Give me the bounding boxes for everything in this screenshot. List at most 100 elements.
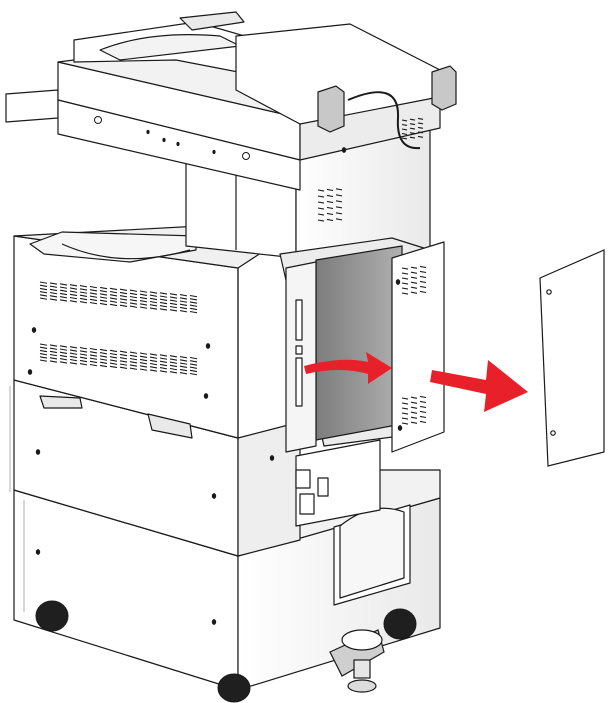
vent-grille xyxy=(326,188,334,192)
vent-grille xyxy=(69,349,78,352)
vent-grille xyxy=(410,401,418,404)
vent-grille xyxy=(129,364,138,367)
screw-dot xyxy=(395,279,401,285)
vent-grille xyxy=(69,355,78,359)
vent-grille xyxy=(49,344,58,347)
vent-grille xyxy=(109,352,118,356)
button-ring xyxy=(242,152,250,160)
vent-grille xyxy=(89,357,98,360)
vent-grille xyxy=(59,361,68,364)
vent-grille xyxy=(129,354,138,358)
vent-grille xyxy=(99,348,108,352)
vent-grille xyxy=(326,218,334,222)
vent-grille xyxy=(39,281,48,284)
vent-grille xyxy=(89,285,98,289)
vent-grille xyxy=(139,362,148,365)
vent-grille xyxy=(139,306,148,309)
vent-grille xyxy=(129,289,138,292)
vent-grille xyxy=(59,283,68,286)
vent-grille xyxy=(335,206,343,209)
vent-grille xyxy=(179,300,188,303)
vent-grille xyxy=(169,296,178,299)
vent-grille xyxy=(326,194,334,198)
vent-grille xyxy=(410,421,418,424)
vent-grille xyxy=(169,309,178,312)
vent-grille xyxy=(159,360,168,364)
vent-grille xyxy=(419,400,427,404)
vent-grille xyxy=(419,270,427,274)
screw-dot xyxy=(27,369,33,375)
vent-grille xyxy=(59,345,68,348)
vent-grille xyxy=(89,289,98,292)
vent-grille xyxy=(401,422,409,425)
vent-grille xyxy=(39,356,48,359)
vent-grille xyxy=(419,290,427,294)
vent-grille xyxy=(169,361,178,364)
detail-marks xyxy=(27,116,595,625)
screw-dot xyxy=(35,449,41,455)
vent-grille xyxy=(417,135,424,138)
vent-grille xyxy=(39,349,48,353)
vent-grille xyxy=(335,200,343,203)
vent-grille xyxy=(139,290,148,293)
curved-arrow-icon xyxy=(304,352,392,384)
vent-grille xyxy=(119,288,128,292)
vent-grille xyxy=(189,294,198,298)
vent-grille xyxy=(99,352,108,355)
vent-grille xyxy=(179,297,188,300)
vent-grille xyxy=(159,305,168,308)
vent-grille xyxy=(49,347,58,350)
cable-connectors xyxy=(317,65,457,150)
vent-grille xyxy=(419,415,427,419)
vent-grille xyxy=(99,355,108,358)
vent-grille xyxy=(326,200,334,204)
vent-grille xyxy=(109,290,118,294)
vent-grille xyxy=(119,353,128,357)
vent-grille xyxy=(317,213,325,216)
vent-grille xyxy=(39,294,48,297)
vent-grille xyxy=(149,304,158,307)
vent-grille xyxy=(79,350,88,353)
vent-grille xyxy=(149,300,158,304)
screw-dot xyxy=(176,141,180,147)
vent-grille xyxy=(79,353,88,356)
vent-grille xyxy=(99,361,108,365)
vent-grille xyxy=(99,358,108,361)
caster-wheel-icon xyxy=(35,600,417,703)
vent-grille xyxy=(401,272,409,275)
printer-icon xyxy=(5,11,445,691)
vent-grille xyxy=(119,363,128,366)
vent-grille xyxy=(169,299,178,302)
vent-grille xyxy=(39,297,48,300)
vent-grille xyxy=(79,288,88,291)
vent-grille xyxy=(49,295,58,298)
vent-grille xyxy=(109,356,118,359)
vent-grille xyxy=(149,362,158,366)
vent-grille xyxy=(69,358,78,362)
vent-grille xyxy=(401,287,409,290)
vent-grille xyxy=(159,308,168,311)
vent-grille xyxy=(139,352,148,355)
vent-grille xyxy=(401,267,409,270)
vent-grille xyxy=(189,360,198,363)
vent-grille xyxy=(335,188,343,191)
vent-grille xyxy=(409,118,416,121)
vent-grille xyxy=(79,294,88,298)
vent-grille xyxy=(317,219,325,222)
vent-grille xyxy=(89,360,98,364)
vent-grille xyxy=(410,416,418,419)
vent-grille xyxy=(139,303,148,306)
vent-grille xyxy=(401,402,409,405)
vent-grille xyxy=(159,298,168,302)
vent-grille xyxy=(109,303,118,307)
vent-grille xyxy=(419,275,427,279)
vent-grille xyxy=(79,363,88,366)
vent-grille xyxy=(149,307,158,310)
vent-grille xyxy=(139,368,148,371)
vent-grille xyxy=(169,371,178,374)
vent-grille xyxy=(59,354,68,358)
vent-grille xyxy=(119,291,128,295)
vent-grille xyxy=(189,363,198,366)
vent-grille xyxy=(401,407,409,410)
vent-grille xyxy=(109,362,118,365)
